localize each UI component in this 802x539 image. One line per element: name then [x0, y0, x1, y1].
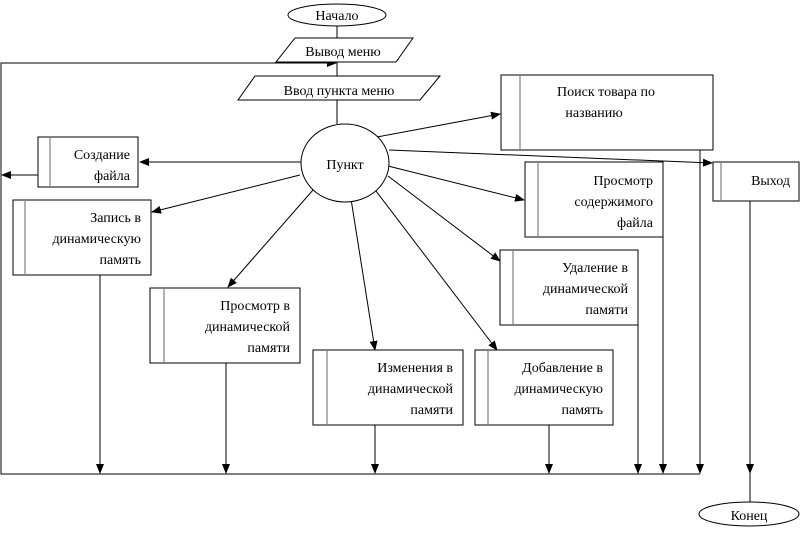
process-line: динамической [205, 320, 291, 335]
process-line: Запись в [90, 211, 141, 226]
menu-output-io: Вывод меню [274, 37, 414, 63]
menu-input-label: Ввод пункта меню [284, 84, 395, 99]
process-edit-memory: Изменения в динамической памяти [312, 349, 464, 426]
process-view-memory: Просмотр в динамической памяти [149, 287, 301, 364]
edge-to-delete [387, 175, 501, 262]
edge-to-view-file [387, 165, 525, 202]
process-add-memory: Добавление в динамическую память [474, 349, 614, 426]
end-terminator: Конец [698, 501, 800, 527]
edge-to-search [376, 111, 501, 138]
process-exit: Выход [712, 161, 800, 202]
process-line: динамической [543, 282, 629, 297]
edge-to-add [375, 190, 498, 351]
process-line: памяти [410, 403, 453, 418]
process-line: Удаление в [562, 261, 628, 276]
process-line: память [561, 403, 603, 418]
end-shape [698, 501, 800, 527]
start-shape [287, 3, 387, 27]
process-line: содержимого [574, 195, 653, 210]
start-label: Начало [315, 9, 358, 24]
edge-to-edit [350, 198, 378, 351]
process-line: динамическую [514, 382, 603, 397]
process-line: Выход [751, 174, 790, 189]
process-create-file: Создание файла [37, 136, 139, 188]
process-line: Создание [74, 148, 130, 163]
process-line: файла [617, 216, 654, 231]
connectors [0, 26, 754, 503]
process-view-file: Просмотр содержимого файла [524, 161, 664, 238]
edge-to-write [151, 174, 301, 214]
menu-output-label: Вывод меню [305, 45, 381, 60]
process-search: Поиск товара по названию [500, 74, 714, 151]
edge-to-view-dyn [227, 189, 314, 288]
process-line: динамическую [52, 232, 141, 247]
process-line: Добавление в [522, 361, 603, 376]
process-line: файла [94, 169, 131, 184]
process-line: названию [565, 106, 622, 121]
decision-shape [300, 123, 390, 203]
end-label: Конец [731, 509, 768, 524]
process-line: динамической [368, 382, 454, 397]
process-line: Просмотр [593, 174, 653, 189]
edge-to-exit [388, 149, 713, 167]
process-line: память [99, 253, 141, 268]
io-shape [274, 37, 414, 63]
decision-node: Пункт [300, 123, 390, 203]
start-terminator: Начало [287, 3, 387, 27]
process-line: Поиск товара по [557, 85, 655, 100]
process-line: памяти [247, 341, 290, 356]
process-write-memory: Запись в динамическую память [12, 199, 152, 276]
loop-back-line [0, 59, 700, 475]
io-shape [237, 75, 442, 101]
menu-input-io: Ввод пункта меню [237, 75, 442, 101]
process-delete-memory: Удаление в динамической памяти [499, 249, 639, 326]
process-line: Просмотр в [220, 299, 290, 314]
process-line: памяти [585, 303, 628, 318]
process-line: Изменения в [377, 361, 453, 376]
decision-label: Пункт [326, 158, 363, 173]
